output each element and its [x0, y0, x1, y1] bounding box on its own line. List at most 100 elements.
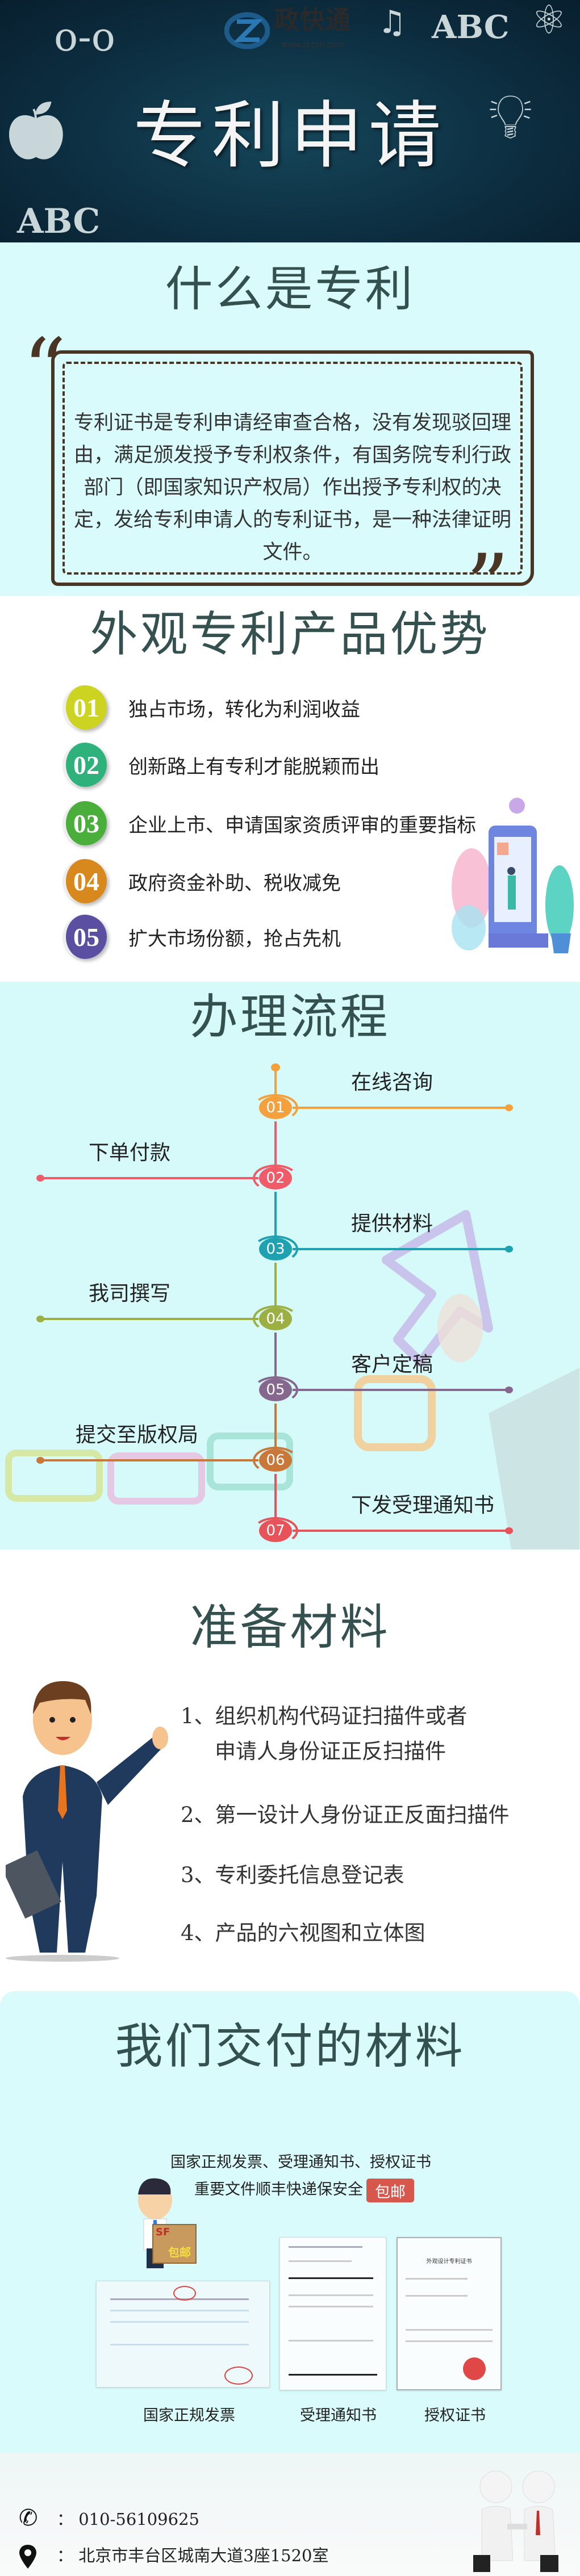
close-quote-icon: ”: [466, 537, 510, 596]
advantage-text: 企业上市、申请国家资质评审的重要指标: [128, 814, 476, 837]
abc-doodle: ABC: [17, 202, 101, 241]
step-number-badge: 05: [259, 1379, 292, 1401]
step-label: 我司撰写: [89, 1282, 171, 1305]
flow-end-dot: [505, 1527, 513, 1534]
flow-end-dot: [36, 1457, 44, 1464]
patent-definition: 专利证书是专利申请经审查合格，没有发现驳回理由，满足颁发授予专利权条件，有国务院…: [74, 412, 512, 564]
flow-line: [293, 1248, 508, 1250]
logo-text: 政快通: [274, 6, 351, 35]
step-label: 提供材料: [351, 1212, 433, 1235]
step-label: 下单付款: [89, 1141, 171, 1165]
flow-end-dot: [36, 1316, 44, 1322]
flow-end-dot: [505, 1387, 513, 1393]
flow-arc: [253, 1235, 298, 1263]
step-label: 在线咨询: [351, 1071, 433, 1094]
flow-connector: [274, 1068, 277, 1102]
apple-icon: 🍎︎: [0, 97, 72, 164]
address: ： 北京市丰台区城南大道3座1520室: [57, 2546, 329, 2565]
location-pin-icon: [19, 2545, 36, 2569]
flow-arc: [253, 1165, 298, 1192]
atom-icon: ⚛: [531, 0, 567, 43]
flow-arc: [253, 1376, 298, 1404]
flow-line: [40, 1459, 258, 1461]
promo-line: 国家正规发票、受理通知书、授权证书: [170, 2154, 431, 2171]
advantage-number-badge: 01: [62, 685, 107, 730]
handshake-figures-illustration: [473, 2470, 558, 2572]
flow-arc: [253, 1305, 298, 1333]
flow-connector: [274, 1121, 277, 1172]
section-title: 办理流程: [190, 989, 390, 1045]
lightbulb-icon: 💡︎: [489, 80, 532, 153]
quote-frame-dashed: [62, 362, 523, 575]
advantage-item: 01 独占市场，转化为利润收益: [62, 685, 360, 730]
section-title: 我们交付的材料: [115, 2018, 465, 2074]
flow-start-dot: [271, 1063, 280, 1071]
advantage-text: 独占市场，转化为利润收益: [128, 698, 360, 721]
material-item: 申请人身份证正反扫描件: [215, 1739, 446, 1764]
materials-section: 准备材料 1、组织机构代码证扫描件或者 申请人身份证正反扫描件 2、第一设计人身…: [0, 1549, 580, 1991]
box-label: 包邮: [168, 2246, 191, 2259]
advantage-text: 扩大市场份额，抢占先机: [128, 927, 341, 950]
acceptance-notice-document: [279, 2237, 386, 2390]
section-title: 外观专利产品优势: [90, 606, 490, 662]
advantage-number-badge: 04: [62, 859, 107, 903]
step-number-badge: 06: [259, 1449, 292, 1472]
step-label: 下发受理通知书: [351, 1494, 495, 1517]
doc-label: 受理通知书: [300, 2407, 377, 2424]
flow-line: [293, 1530, 508, 1532]
step-label: 客户定稿: [351, 1353, 433, 1376]
flow-line: [40, 1318, 258, 1320]
material-item: 1、组织机构代码证扫描件或者: [181, 1704, 468, 1728]
advantage-number-badge: 02: [62, 743, 107, 787]
patent-certificate-document: 外观设计专利证书: [397, 2237, 502, 2390]
advantage-item: 05 扩大市场份额，抢占先机: [62, 914, 341, 960]
step-number-badge: 07: [259, 1519, 292, 1542]
advantages-section: 外观专利产品优势 01 独占市场，转化为利润收益 02 创新路上有专利才能脱颖而出…: [0, 596, 580, 982]
flow-arc: [253, 1517, 298, 1544]
flow-connector: [274, 1192, 277, 1243]
step-number-badge: 03: [259, 1238, 292, 1260]
material-item: 4、产品的六视图和立体图: [181, 1921, 425, 1945]
businessman-illustration: [6, 1681, 168, 1962]
phone-icon: ✆: [19, 2505, 38, 2531]
what-is-patent-section: 什么是专利 “ ” 专利证书是专利申请经审查合格，没有发现驳回理由，满足颁发授予…: [0, 242, 580, 596]
logo: 政快通 www.zkton.com: [224, 8, 372, 53]
invoice-document: [96, 2281, 270, 2387]
step-number-badge: 01: [259, 1096, 292, 1119]
step-number-badge: 02: [259, 1167, 292, 1189]
flow-end-dot: [36, 1175, 44, 1182]
flow-arc: [253, 1447, 298, 1474]
advantage-item: 02 创新路上有专利才能脱颖而出: [62, 742, 379, 788]
abc-doodle: ABC: [432, 9, 510, 46]
seal-icon: [463, 2357, 486, 2380]
music-note-icon: ♫: [378, 4, 407, 41]
section-title: 什么是专利: [165, 261, 415, 317]
phone-illustration: [452, 798, 574, 953]
flow-connector: [274, 1474, 277, 1525]
hero-banner: 政快通 www.zkton.com ♫ ABC ⚛ o-o 🍎︎ 💡︎ ABC …: [0, 0, 580, 242]
open-quote-icon: “: [23, 321, 66, 420]
shipping-box: SF 包邮: [152, 2224, 197, 2264]
certificate-heading: 外观设计专利证书: [426, 2259, 472, 2265]
flow-connector: [274, 1333, 277, 1384]
process-section: 办理流程 01 在线咨询 02 下单付款 03 提供材料 04 我司撰写 05 客户定稿 06 提交至…: [0, 982, 580, 1549]
hands-holding-arrows-illustration: [354, 1210, 579, 1549]
flow-line: [40, 1177, 258, 1179]
promo-line: 重要文件顺丰快递保安全: [194, 2181, 363, 2198]
advantage-item: 04 政府资金补助、税收减免: [62, 858, 341, 904]
free-shipping-badge: 包邮: [366, 2179, 414, 2202]
flow-connector: [274, 1263, 277, 1313]
flow-line: [293, 1389, 508, 1391]
advantage-number-badge: 05: [62, 915, 107, 959]
material-item: 2、第一设计人身份证正反面扫描件: [181, 1803, 510, 1827]
flow-end-dot: [505, 1246, 513, 1253]
quote-frame: [51, 350, 534, 586]
step-number-badge: 04: [259, 1308, 292, 1330]
advantage-item: 03 企业上市、申请国家资质评审的重要指标: [62, 801, 476, 846]
phone-number: ： 010-56109625: [57, 2510, 199, 2529]
step-label: 提交至版权局: [76, 1423, 199, 1447]
sf-logo: SF: [156, 2226, 170, 2238]
glasses-icon: o-o: [54, 14, 115, 60]
contact-footer: ✆ ： 010-56109625 ： 北京市丰台区城南大道3座1520室: [0, 2453, 580, 2576]
logo-z-icon: [224, 12, 270, 49]
